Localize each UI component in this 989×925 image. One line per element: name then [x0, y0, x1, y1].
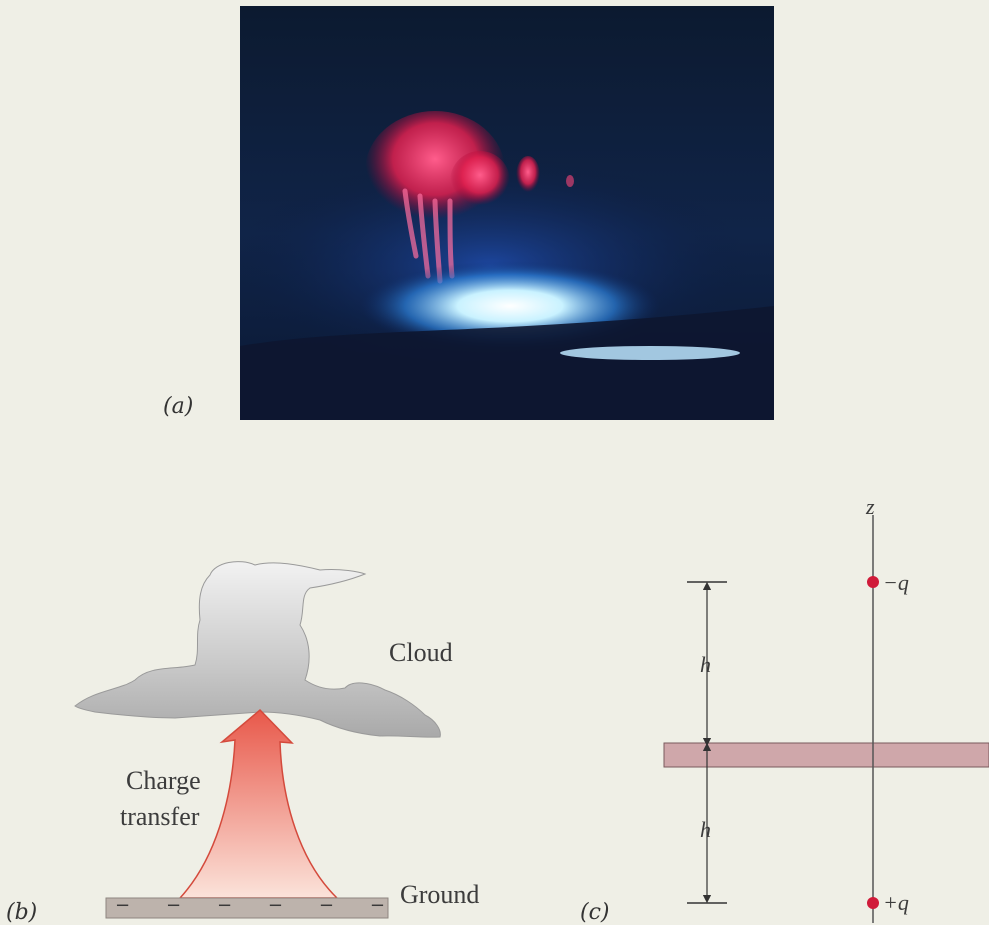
- cloud-label: Cloud: [389, 638, 453, 667]
- charge-transfer-line2: transfer: [120, 802, 200, 831]
- negative-charge-mark: −: [267, 895, 283, 916]
- negative-charge-mark: −: [318, 895, 334, 916]
- panel-a: (a): [0, 0, 989, 430]
- dipole-diagram: [663, 515, 989, 923]
- conducting-slab: [663, 742, 989, 768]
- lower-h-label: h: [700, 817, 711, 842]
- positive-charge-label: +q: [883, 890, 909, 915]
- panel-b: Cloud Charge transfer Ground − − − − − −…: [0, 540, 520, 925]
- charge-transfer-arrow: [178, 708, 339, 899]
- panel-c-label: (c): [580, 900, 610, 925]
- negative-charge-mark: −: [369, 895, 385, 916]
- panel-a-label: (a): [163, 394, 194, 419]
- sprite-photo: [240, 6, 774, 420]
- negative-charge-dot: [867, 576, 879, 588]
- z-axis-label: z: [866, 494, 875, 519]
- negative-charge-label: −q: [883, 570, 909, 595]
- ground-negative-marks: − − − − − −: [115, 895, 385, 916]
- ground-bar: [105, 897, 389, 919]
- negative-charge-mark: −: [216, 895, 233, 916]
- panel-c: z −q +q h h (c): [560, 490, 989, 925]
- positive-charge-dot: [867, 897, 879, 909]
- negative-charge-mark: −: [165, 895, 182, 916]
- cloud-diagram: [74, 561, 441, 919]
- negative-charge-mark: −: [115, 895, 131, 916]
- panel-b-label: (b): [6, 900, 38, 925]
- upper-h-label: h: [700, 652, 711, 677]
- ground-label: Ground: [400, 880, 480, 909]
- charge-transfer-line1: Charge: [126, 766, 201, 795]
- cloud-shape: [74, 561, 441, 738]
